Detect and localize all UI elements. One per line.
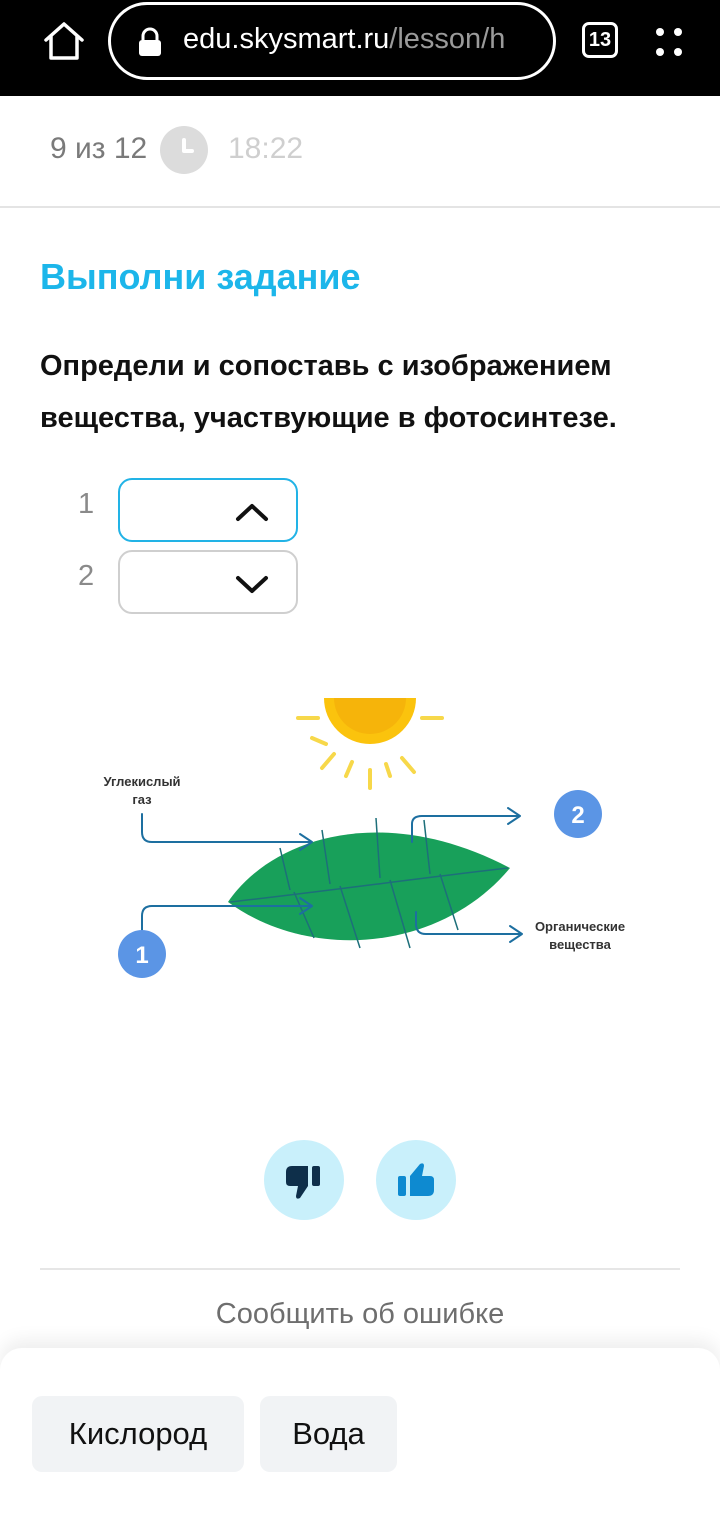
chevron-down-icon [236,576,268,593]
url-path: /lesson/h [389,23,506,55]
label-organic: Органические [535,919,625,934]
marker-1 [118,930,166,978]
tab-switcher-button[interactable]: 13 [582,22,618,58]
option-chip[interactable]: Кислород [32,1396,244,1472]
task-counter: 9 из 12 [50,132,148,165]
slot-2-dropdown[interactable] [118,550,298,614]
timer: 18:22 [228,132,304,165]
lock-icon [139,27,161,56]
browser-toolbar: edu.skysmart.ru/lesson/h 13 [0,0,720,96]
address-bar[interactable]: edu.skysmart.ru/lesson/h [108,2,556,80]
url-domain: edu.skysmart.ru [183,23,390,55]
lesson-progress-bar: 9 из 12 18:22 [0,96,720,208]
sun-icon [296,698,444,790]
home-icon[interactable] [40,18,88,66]
question-line: вещества, участвующие в фотосинтезе. [40,402,617,434]
address-url: edu.skysmart.ru/lesson/h [183,23,505,56]
label-organic: вещества [549,937,611,952]
marker-2 [554,790,602,838]
thumbs-up-icon [398,1163,434,1196]
photosynthesis-diagram: Углекислый газ Органические вещества 1 2 [103,698,625,978]
more-menu-icon[interactable] [650,22,686,60]
task-question: Определи и сопоставь с изображением веще… [40,340,690,444]
slot-1-number: 1 [78,488,95,520]
leaf-icon [228,817,510,949]
report-error-link[interactable]: Сообщить об ошибке [215,1298,505,1330]
arrows [141,807,523,943]
slot-2-number: 2 [78,560,95,592]
divider [40,1268,680,1270]
like-button[interactable] [376,1140,456,1220]
marker-1-label: 1 [135,942,148,969]
thumbs-down-icon [286,1166,320,1199]
clock-icon [160,126,208,174]
dislike-button[interactable] [264,1140,344,1220]
task-title: Выполни задание [40,256,361,297]
marker-2-label: 2 [571,802,584,829]
chevron-up-icon [236,504,268,521]
slot-1-dropdown[interactable] [118,478,298,542]
label-co2: Углекислый [103,774,180,789]
question-line: Определи и сопоставь с изображением [40,350,612,382]
label-co2: газ [132,792,152,807]
option-chip[interactable]: Вода [260,1396,397,1472]
